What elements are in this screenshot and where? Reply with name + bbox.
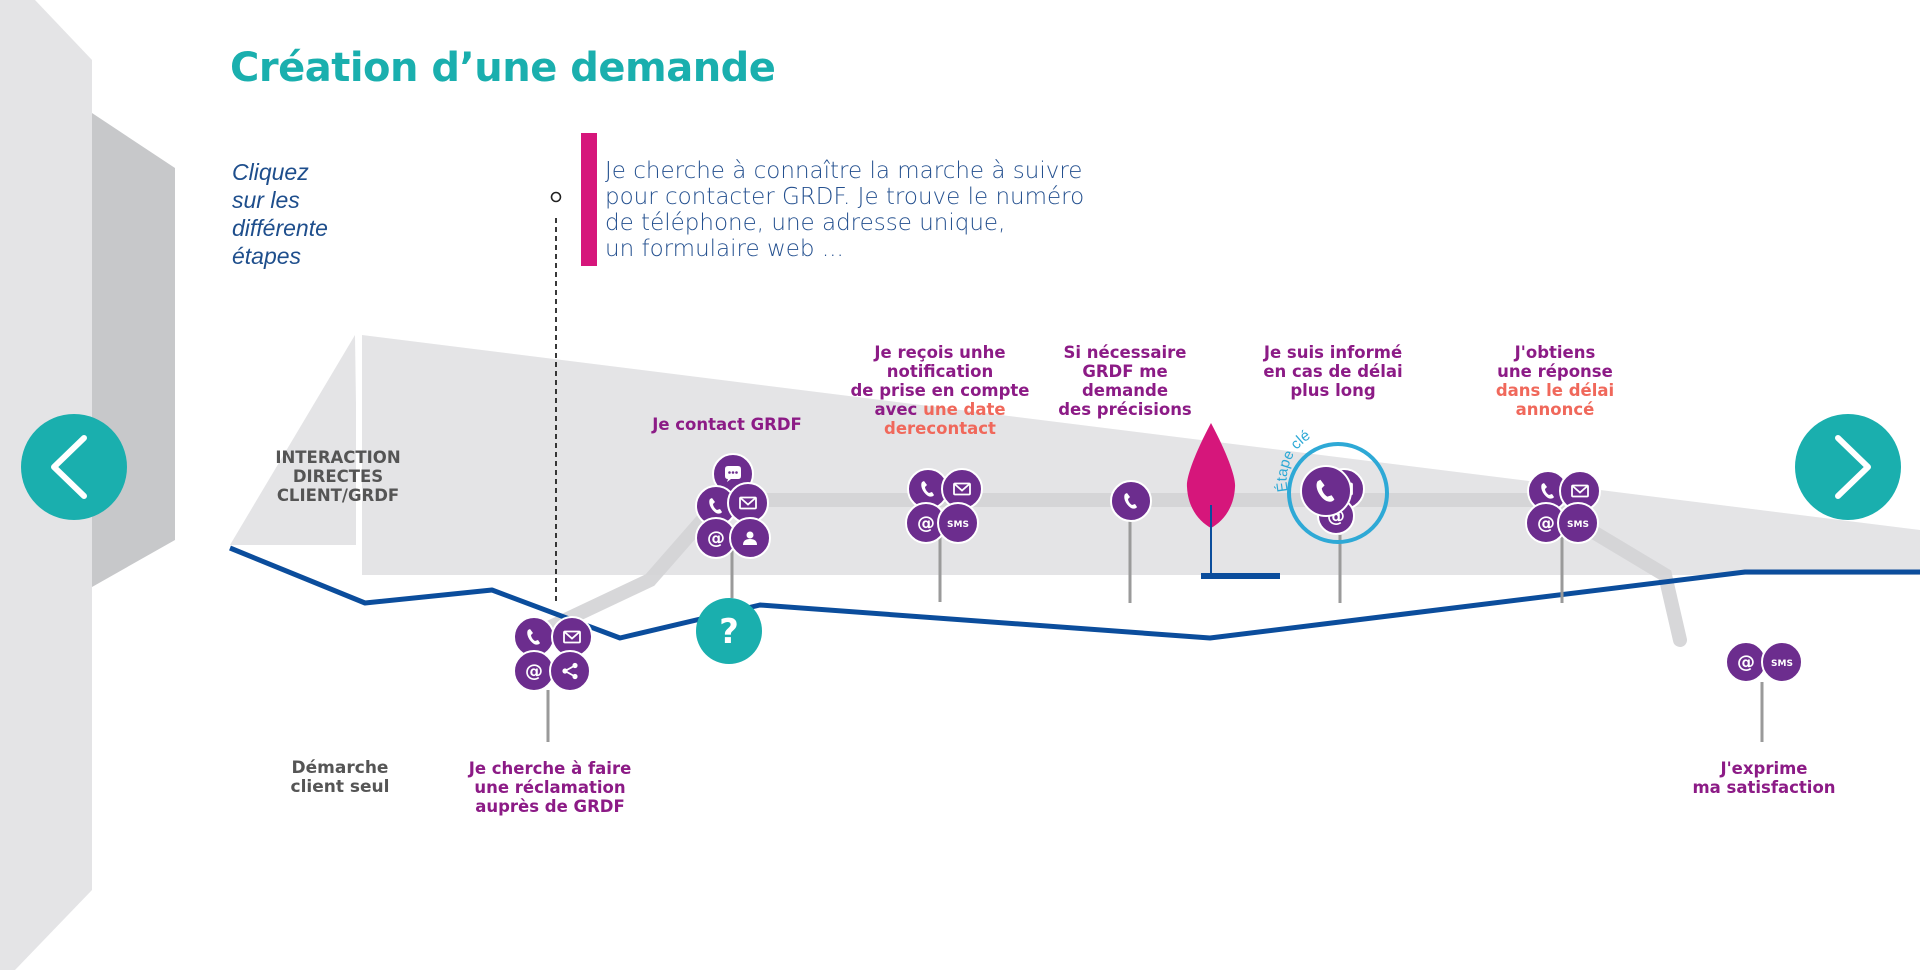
step-label-delai[interactable]: Je suis informé en cas de délai plus lon… bbox=[1263, 343, 1403, 400]
at-icon bbox=[1737, 652, 1755, 673]
notification-icon-cluster[interactable]: SMS bbox=[905, 468, 983, 544]
next-button[interactable] bbox=[1795, 414, 1901, 520]
lane-label-interaction: INTERACTION DIRECTES CLIENT/GRDF bbox=[275, 448, 401, 505]
popup-accent-bar bbox=[581, 133, 597, 266]
delai-icon-cluster[interactable]: Étape clé bbox=[1274, 427, 1389, 544]
question-icon: ? bbox=[719, 612, 739, 652]
instruction-hint: Cliquez sur les différente étapes bbox=[232, 158, 362, 270]
popup-line: un formulaire web ... bbox=[605, 236, 844, 262]
reclamation-icon-cluster[interactable] bbox=[513, 616, 593, 692]
question-button[interactable]: ? bbox=[696, 598, 762, 664]
popup-line: Je cherche à connaître la marche à suivr… bbox=[605, 158, 1083, 184]
key-step-base bbox=[1201, 573, 1280, 579]
hint-line: différente bbox=[232, 215, 328, 241]
chevron-right-icon bbox=[1835, 435, 1871, 499]
at-icon bbox=[525, 661, 543, 682]
key-step-ring bbox=[1287, 442, 1389, 544]
contact-icon-cluster[interactable] bbox=[695, 453, 771, 559]
step-label-precisions[interactable]: Si nécessaire GRDF me demande des précis… bbox=[1058, 343, 1192, 419]
at-icon bbox=[1537, 513, 1555, 534]
sms-icon: SMS bbox=[947, 520, 969, 530]
reponse-icon-cluster[interactable]: SMS bbox=[1525, 470, 1601, 544]
interaction-zone-left bbox=[230, 335, 358, 545]
popup-line: de téléphone, une adresse unique, bbox=[605, 210, 1006, 236]
step-description-popup: Je cherche à connaître la marche à suivr… bbox=[605, 158, 1165, 262]
step-label-satisfaction[interactable]: J'exprime ma satisfaction bbox=[1692, 759, 1836, 797]
lane-label-self-service: Démarche client seul bbox=[290, 758, 390, 797]
popup-anchor-dot bbox=[550, 191, 562, 203]
page-title: Création d’une demande bbox=[230, 45, 776, 91]
precisions-icon[interactable] bbox=[1110, 480, 1152, 522]
sms-icon: SMS bbox=[1567, 520, 1589, 530]
hint-line: étapes bbox=[232, 243, 302, 269]
at-icon bbox=[917, 513, 935, 534]
hint-line: sur les bbox=[232, 187, 300, 213]
journey-line bbox=[229, 545, 1920, 641]
hint-line: Cliquez bbox=[232, 159, 309, 185]
zone-divider bbox=[356, 335, 362, 597]
step-label-reponse[interactable]: J'obtiens une réponse dans le délai anno… bbox=[1495, 343, 1615, 419]
chevron-left-icon bbox=[51, 435, 87, 499]
prev-button[interactable] bbox=[21, 414, 127, 520]
popup-line: pour contacter GRDF. Je trouve le numéro bbox=[605, 184, 1085, 210]
sms-icon: SMS bbox=[1771, 659, 1793, 669]
satisfaction-icon-cluster[interactable]: SMS bbox=[1725, 641, 1803, 683]
step-label-contact[interactable]: Je contact GRDF bbox=[652, 415, 802, 434]
at-icon bbox=[707, 528, 725, 549]
key-step-marker[interactable] bbox=[1186, 423, 1236, 528]
step-label-notification[interactable]: Je reçois unhe notification de prise en … bbox=[850, 343, 1030, 438]
step-label-reclamation[interactable]: Je cherche à faire une réclamation auprè… bbox=[468, 759, 632, 816]
